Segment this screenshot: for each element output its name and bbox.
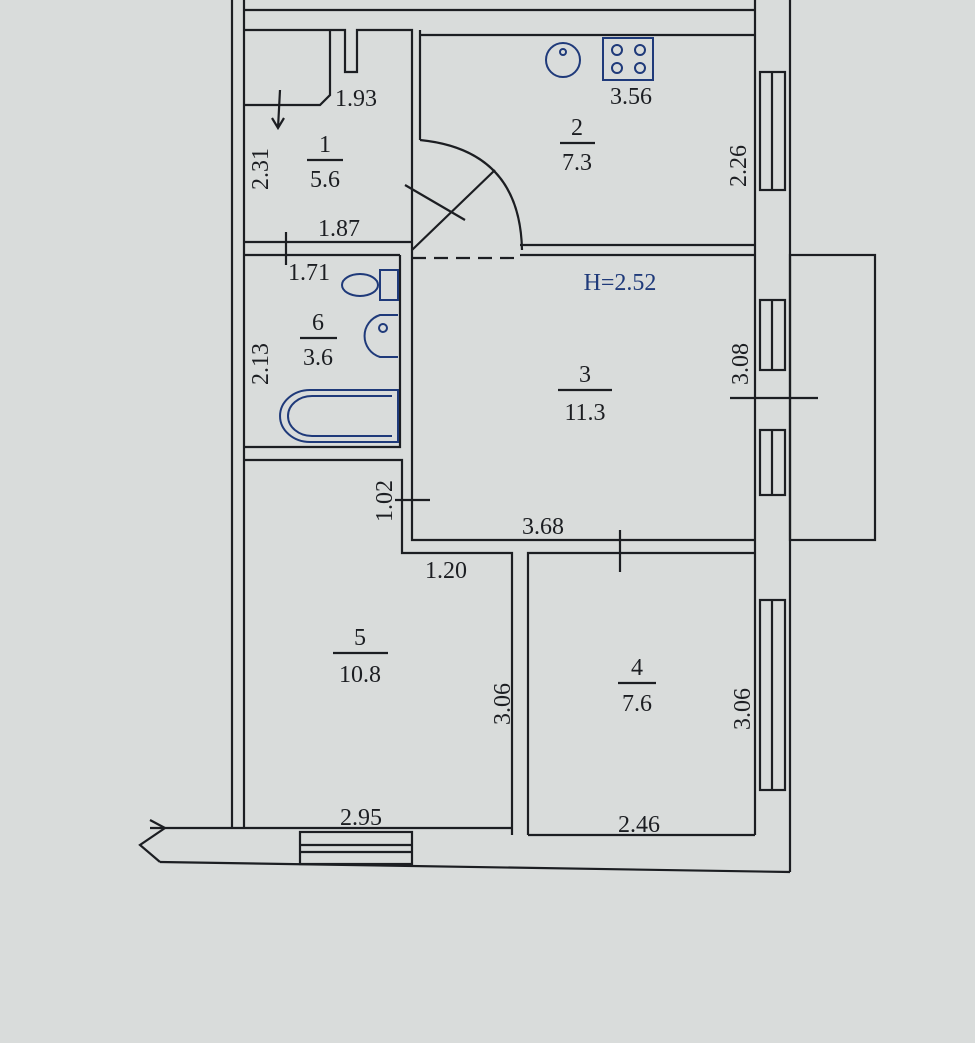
room-2-label: 27.3 [560,115,595,176]
stove-icon [602,37,654,81]
svg-text:7.3: 7.3 [562,150,592,176]
ceiling-height: H=2.52 [584,270,657,296]
dim-room2-top: 3.56 [610,84,652,110]
svg-text:5: 5 [354,625,366,651]
svg-text:11.3: 11.3 [564,400,605,426]
outer-walls [138,0,792,874]
room-6-label: 63.6 [300,310,337,371]
svg-text:4: 4 [631,655,643,681]
svg-text:10.8: 10.8 [339,662,381,688]
dim-room6-side: 2.13 [248,343,274,385]
dim-room5-side: 3.06 [490,683,516,725]
dim-corridor-side: 1.02 [372,480,398,522]
dim-room1-bottom: 1.87 [318,216,360,242]
dim-room5-bottom: 2.95 [340,805,382,831]
dim-room6-top: 1.71 [288,260,330,286]
svg-text:2: 2 [571,115,583,141]
bathtub-icon [279,389,399,443]
sink-kitchen-icon [545,42,581,78]
svg-text:3.6: 3.6 [303,345,333,371]
dim-room4-side: 3.06 [730,688,756,730]
dim-room2-side: 2.26 [726,145,752,187]
windows [298,70,787,866]
washbasin-icon [363,314,398,358]
room-4-label: 47.6 [618,655,656,717]
svg-text:3: 3 [579,362,591,388]
dim-room1-side: 2.31 [248,148,274,190]
room-5-label: 510.8 [333,625,388,688]
room-3-label: 311.3 [558,362,612,426]
dim-room4-bottom: 2.46 [618,812,660,838]
toilet-icon [341,269,399,301]
interior-walls [244,28,755,837]
dim-room1-top: 1.93 [335,86,377,112]
dim-room3-side: 3.08 [728,343,754,385]
svg-text:6: 6 [312,310,324,336]
room-1-label: 15.6 [307,132,343,193]
svg-text:1: 1 [319,132,331,158]
svg-text:5.6: 5.6 [310,167,340,193]
svg-text:7.6: 7.6 [622,691,652,717]
dim-corridor-bottom: 1.20 [425,558,467,584]
dim-room3-bottom: 3.68 [522,514,564,540]
